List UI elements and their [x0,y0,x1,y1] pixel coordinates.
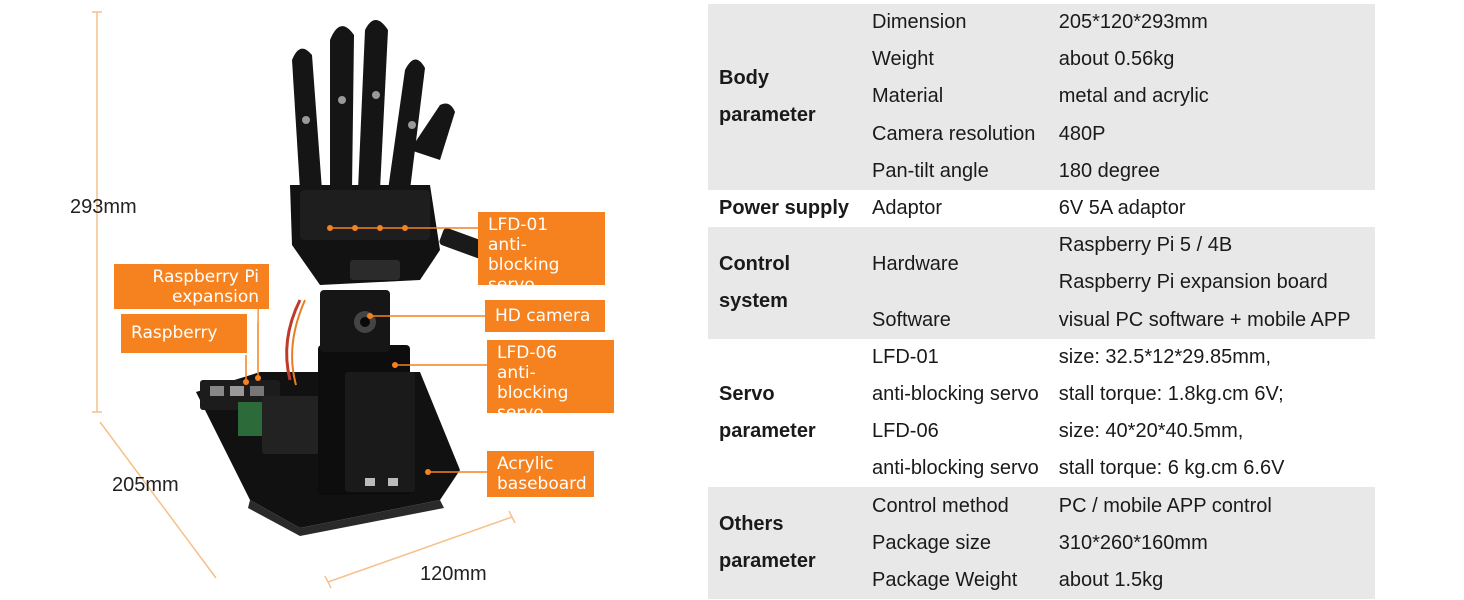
callout-line: baseboard [497,474,587,494]
category-power: Power supply [708,189,862,228]
table-row: Weight about 0.56kg [708,41,1375,79]
spec-key: Adaptor [862,189,1049,228]
category-control: Control system [708,227,862,339]
spec-value: about 0.56kg [1048,41,1375,79]
spec-key: Weight [862,41,1049,79]
spec-key: Pan-tilt angle [862,152,1049,190]
spec-value: size: 32.5*12*29.85mm, [1048,338,1375,376]
spec-key: Camera resolution [862,115,1049,153]
callout-lfd06-servo: LFD-06 anti-blocking servo [487,340,614,423]
spec-value: visual PC software + mobile APP [1048,301,1375,339]
table-row: anti-blocking servo stall torque: 1.8kg.… [708,375,1375,414]
fingers-shape [292,20,455,190]
spec-value: 310*260*160mm [1048,524,1375,562]
category-body: Body parameter [708,4,862,190]
table-row: Body parameter Dimension 205*120*293mm [708,4,1375,190]
table-row: Camera resolution 480P [708,115,1375,153]
spec-value: stall torque: 1.8kg.cm 6V; [1048,375,1375,414]
callout-line: Acrylic [497,454,554,474]
table-row: anti-blocking servo stall torque: 6 kg.c… [708,450,1375,488]
callout-line: anti-blocking [497,363,569,403]
spec-key: anti-blocking servo [862,450,1049,488]
spec-key: LFD-06 [862,413,1049,451]
callout-expansion-board: Raspberry Pi expansion board [114,264,269,327]
callout-line: servo [497,403,544,423]
callout-acrylic-baseboard: Acrylic baseboard [487,451,594,497]
category-others: Others parameter [708,487,862,599]
callout-line: anti-blocking [488,235,560,275]
callout-lfd01-servo: LFD-01 anti-blocking servo [478,212,605,295]
spec-key: Package Weight [862,561,1049,599]
callout-line: LFD-06 [497,343,558,363]
table-row: Software visual PC software + mobile APP [708,301,1375,339]
lfd06-servo-shape [318,345,415,495]
spec-key: anti-blocking servo [862,375,1049,414]
table-row: Package Weight about 1.5kg [708,561,1375,599]
table-row: LFD-06 size: 40*20*40.5mm, [708,413,1375,451]
dimension-lines [92,11,516,589]
spec-value: size: 40*20*40.5mm, [1048,413,1375,451]
table-row: Package size 310*260*160mm [708,524,1375,562]
table-row: Material metal and acrylic [708,78,1375,116]
spec-key: Dimension [862,4,1049,42]
spec-value: Raspberry Pi 5 / 4B [1048,227,1375,265]
width-dimension-label: 120mm [420,563,487,585]
spec-key: LFD-01 [862,338,1049,376]
table-row: Power supply Adaptor 6V 5A adaptor [708,189,1375,228]
spec-value: stall torque: 6 kg.cm 6.6V [1048,450,1375,488]
spec-table: Body parameter Dimension 205*120*293mm W… [708,4,1375,599]
category-servo: Servo parameter [708,338,862,488]
callout-line: LFD-01 [488,215,549,235]
table-row: Raspberry Pi expansion board [708,264,1375,302]
table-row: Pan-tilt angle 180 degree [708,152,1375,190]
spec-value: 180 degree [1048,152,1375,190]
robot-hand-illustration [92,11,516,589]
product-figure: 293mm 205mm 120mm LFD-01 anti-blocking s… [0,0,700,600]
spec-key: Hardware [862,227,1049,302]
table-row: Others parameter Control method PC / mob… [708,487,1375,599]
spec-key: Software [862,301,1049,339]
spec-value: Raspberry Pi expansion board [1048,264,1375,302]
spec-key: Package size [862,524,1049,562]
spec-key: Material [862,78,1049,116]
palm-shape [290,185,491,285]
height-dimension-label: 293mm [70,196,137,218]
spec-value: 480P [1048,115,1375,153]
callout-raspberry-pi: Raspberry Pi [121,314,247,376]
spec-value: about 1.5kg [1048,561,1375,599]
callout-leaders [243,225,487,475]
spec-value: metal and acrylic [1048,78,1375,116]
callout-line: servo [488,275,535,295]
spec-value: 205*120*293mm [1048,4,1375,42]
spec-value: PC / mobile APP control [1048,487,1375,525]
depth-dimension-label: 205mm [112,474,179,496]
table-row: Control system Hardware Raspberry Pi 5 /… [708,227,1375,339]
spec-key: Control method [862,487,1049,525]
spec-value: 6V 5A adaptor [1048,189,1375,228]
table-row: Servo parameter LFD-01 size: 32.5*12*29.… [708,338,1375,488]
callout-line: Raspberry Pi [152,267,260,287]
callout-hd-camera: HD camera [485,300,605,332]
